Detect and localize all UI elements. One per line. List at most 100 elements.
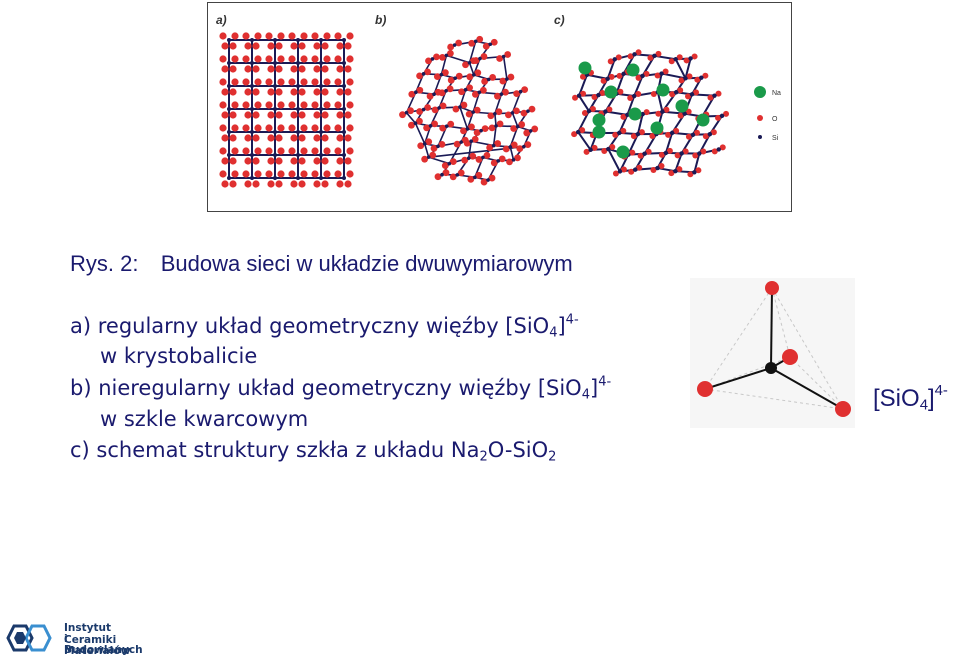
oxygen-atom [678, 77, 685, 84]
oxygen-atom [252, 42, 260, 50]
silicon-atom [522, 144, 526, 149]
oxygen-atom [572, 94, 579, 101]
logo-mark-icon [6, 624, 52, 652]
oxygen-atom [313, 134, 321, 142]
oxygen-atom [290, 134, 298, 142]
oxygen-atom [423, 124, 430, 132]
item-b-superscript: 4- [598, 374, 612, 390]
oxygen-atom [344, 42, 352, 50]
silicon-atom [526, 109, 530, 113]
oxygen-atom [267, 180, 275, 188]
oxygen-atom [323, 78, 331, 86]
logo-line-2: i Materiałów [64, 633, 131, 657]
oxygen-atom [242, 55, 250, 63]
oxygen-atom [439, 124, 447, 132]
silicon-atom [576, 93, 582, 98]
oxygen-atom [476, 35, 484, 43]
bond [636, 113, 644, 135]
oxygen-atom [321, 157, 329, 165]
oxygen-atom [629, 149, 636, 156]
silicon-atom [273, 38, 277, 42]
oxygen-atom [498, 155, 506, 163]
silicon-atom [430, 57, 435, 61]
silicon-atom [511, 158, 516, 162]
silicon-atom [493, 111, 497, 116]
oxygen-atom [254, 170, 262, 178]
oxygen-atom [695, 167, 702, 174]
oxygen-atom [693, 89, 700, 96]
figure-caption: Rys. 2: Budowa sieci w układzie dwuwymia… [70, 250, 573, 278]
oxygen-atom [424, 104, 432, 111]
oxygen-atom [275, 42, 283, 50]
silicon-atom [473, 175, 477, 180]
oxygen-atom [580, 90, 587, 97]
oxygen-atom [441, 162, 449, 170]
oxygen-atom [334, 101, 342, 109]
oxygen-atom [275, 180, 283, 188]
silicon-atom [588, 147, 593, 153]
oxygen-atom [481, 78, 489, 85]
silicon-atom [227, 84, 231, 88]
oxygen-atom [438, 89, 446, 97]
bond [577, 131, 592, 151]
oxygen-atom [298, 134, 306, 142]
silicon-atom [501, 54, 506, 59]
oxygen-atom [336, 65, 344, 73]
oxygen-atom [321, 134, 329, 142]
oxygen-atom [666, 147, 673, 154]
oxygen-atom [723, 110, 730, 117]
oxygen-atom [290, 88, 298, 96]
silicon-atom [471, 110, 475, 114]
silicon-atom [439, 72, 444, 77]
oxygen-atom [502, 145, 510, 153]
oxygen-atom [465, 110, 473, 118]
silicon-atom [458, 105, 462, 109]
silicon-atom [296, 61, 300, 65]
item-a-line2: w krystobalicie [100, 344, 258, 368]
oxygen-atom [344, 157, 352, 165]
oxygen-atom [399, 111, 406, 119]
oxygen-atom [244, 42, 252, 50]
oxygen-atom [229, 42, 237, 50]
oxygen-atom [449, 158, 457, 166]
silicon-atom [250, 153, 254, 157]
oxygen-atom [583, 148, 590, 155]
silicon-atom [486, 178, 490, 182]
silicon-atom [447, 161, 452, 166]
oxygen-atom [601, 148, 608, 155]
oxygen-atom [231, 147, 239, 155]
oxygen-atom [275, 111, 283, 119]
oxygen-atom [416, 72, 423, 80]
oxygen-atom [321, 111, 329, 119]
oxygen-atom [300, 124, 308, 132]
silicon-atom [428, 124, 433, 128]
oxygen-atom [474, 69, 482, 77]
oxygen-atom [219, 55, 227, 63]
oxygen-atom [254, 147, 262, 155]
bond [511, 112, 519, 127]
oxygen-atom [686, 73, 693, 80]
oxygen-atom [219, 147, 227, 155]
oxygen-atom [219, 78, 227, 86]
oxygen-atom [694, 76, 701, 83]
item-c-text: c) schemat struktury szkła z układu Na [70, 438, 480, 462]
oxygen-atom [288, 78, 296, 86]
oxygen-atom [311, 170, 319, 178]
oxygen-atom [504, 51, 512, 58]
oxygen-atom [615, 54, 622, 61]
oxygen-atom [472, 57, 480, 64]
silicon-atom [642, 151, 647, 156]
logo-line-3: Budowlanych [64, 644, 143, 656]
oxygen-atom [321, 180, 329, 188]
silicon-atom [319, 61, 323, 65]
oxygen-atom [685, 133, 692, 140]
oxygen-atom [453, 140, 461, 148]
oxygen-atom [662, 68, 669, 75]
silicon-atom [606, 146, 611, 152]
oxygen-atom [288, 124, 296, 132]
silicon-atom [491, 143, 496, 148]
bond [578, 74, 588, 97]
oxygen-atom [514, 154, 521, 162]
silicon-atom [250, 130, 254, 134]
